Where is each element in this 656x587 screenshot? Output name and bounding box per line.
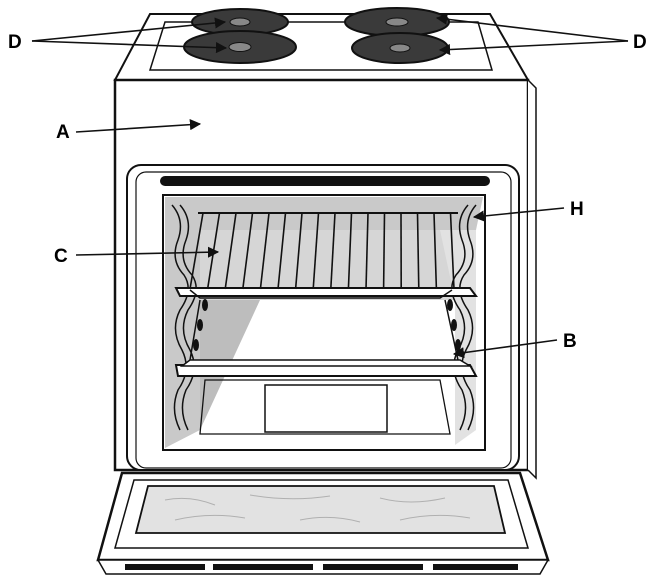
door-window bbox=[134, 485, 507, 534]
pointer-arrow-icon bbox=[31, 17, 227, 42]
rack-wire bbox=[416, 212, 420, 290]
vent-bar bbox=[160, 176, 490, 186]
pointer-arrow-icon bbox=[452, 339, 558, 359]
baking-tray bbox=[174, 289, 478, 377]
pointer-arrow-icon bbox=[31, 40, 228, 54]
label-c: C bbox=[54, 246, 220, 267]
label-d-left: D bbox=[8, 17, 228, 54]
label-h: H bbox=[472, 199, 584, 222]
rack-wire bbox=[382, 212, 386, 290]
label-h-text: H bbox=[570, 199, 584, 220]
pointer-arrow-icon bbox=[435, 13, 629, 42]
pointer-arrow-icon bbox=[75, 246, 220, 258]
label-c-text: C bbox=[54, 246, 68, 267]
rack-wire bbox=[433, 212, 438, 290]
label-a-text: A bbox=[56, 122, 70, 143]
label-d-right-text: D bbox=[633, 32, 647, 53]
label-b-text: B bbox=[563, 331, 577, 352]
pointer-arrow-icon bbox=[472, 207, 565, 222]
rack-wire bbox=[347, 212, 353, 290]
pointer-arrow-icon bbox=[75, 119, 202, 133]
burner-front-right bbox=[351, 32, 449, 64]
oven-door bbox=[96, 471, 550, 575]
rack-wire bbox=[259, 212, 270, 290]
rack-wire bbox=[449, 212, 455, 290]
pointer-arrow-icon bbox=[438, 40, 629, 56]
oven-cavity bbox=[126, 164, 520, 471]
label-b: B bbox=[452, 331, 577, 359]
burner-rear-right bbox=[344, 7, 450, 37]
rack-wire bbox=[312, 212, 320, 290]
rack-wire bbox=[330, 212, 336, 290]
rack-wire bbox=[277, 212, 287, 290]
rack-wire bbox=[242, 212, 254, 290]
label-d-left-text: D bbox=[8, 32, 22, 53]
rack-wire bbox=[365, 212, 369, 290]
rack-wire bbox=[294, 212, 303, 290]
rack-wire bbox=[224, 212, 237, 290]
label-a: A bbox=[56, 119, 202, 143]
wire-rack bbox=[174, 212, 478, 297]
label-d-right: D bbox=[435, 13, 647, 56]
rack-wire bbox=[189, 212, 204, 290]
